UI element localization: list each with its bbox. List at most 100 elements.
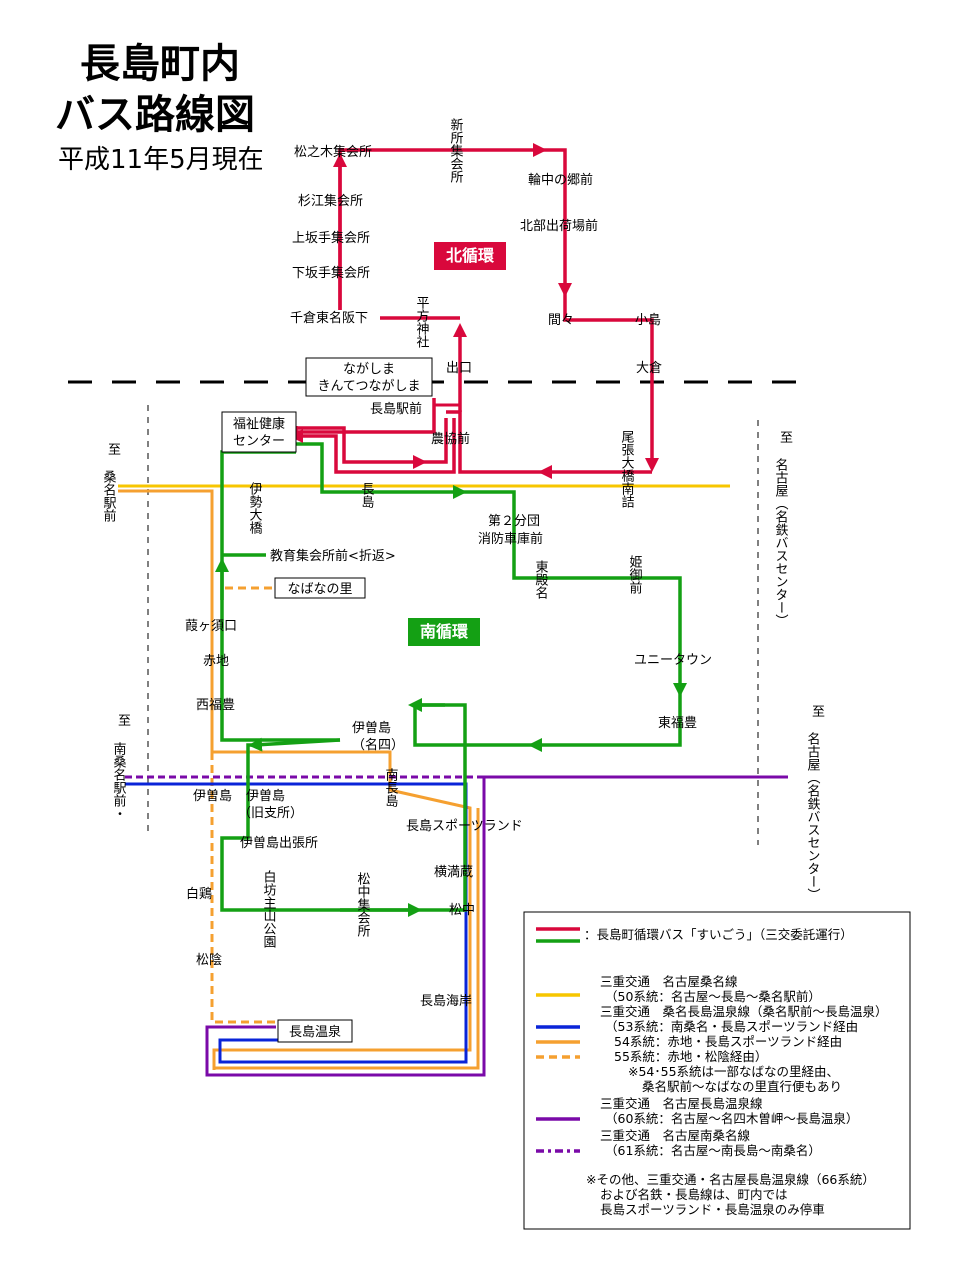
legend-l5: （53系統：南桑名・長島スポーツランド経由: [605, 1019, 858, 1034]
legend-l12: 三重交通 名古屋南桑名線: [600, 1128, 751, 1143]
dir-right-top: 名古屋（名鉄バスセンター）: [773, 457, 789, 627]
nagashima-station-box: [305, 357, 433, 397]
stop-hirakata: 平方神社: [414, 296, 430, 348]
route-55-line: [210, 752, 275, 1024]
stop-iso-shutcho: 伊曽島出張所: [240, 836, 318, 851]
south-loop-seg5: [220, 743, 467, 912]
direction-labels: 至 桑名駅前 至 南桑名駅前・ 至 名古屋（名鉄バスセンター） 至 名古屋（名鉄…: [101, 431, 826, 901]
stop-iso-mei4: 伊曽島: [352, 721, 391, 736]
stop-hakubo: 白坊主山公園: [261, 869, 277, 948]
legend-l6: 54系統：赤地・長島スポーツランド経由: [614, 1034, 842, 1049]
stop-kyoiku: 教育集会所前<折返>: [270, 548, 396, 564]
map-title-line2: バス路線図: [55, 92, 255, 138]
stop-iso-kyu: 伊曽島: [246, 789, 285, 804]
stop-wanaka: 輪中の郷前: [528, 172, 593, 188]
stop-kaigan: 長島海岸: [420, 994, 472, 1009]
route-54-line: [118, 489, 472, 1070]
stop-himemiko: 姫御前: [627, 555, 643, 594]
onsen-box-label: 長島温泉: [289, 1024, 341, 1040]
vertical-stop-labels: 平方神社 新所集会所 尾張大橋南詰 長島 伊勢大橋 東殿名 姫御前 南長島 白坊…: [247, 117, 643, 948]
stop-iso-kyub: （旧支所）: [238, 806, 303, 821]
map-title-line1: 長島町内: [80, 41, 240, 87]
stop-higashitono: 東殿名: [533, 559, 549, 599]
stop-shimosakate: 下坂手集会所: [292, 265, 370, 281]
stop-ise: 伊勢大橋: [247, 482, 263, 535]
stop-kamisakate: 上坂手集会所: [292, 230, 370, 246]
stop-nagashima: 長島: [359, 482, 375, 508]
fukushi-center-box: [221, 411, 297, 453]
stop-okura: 大倉: [636, 361, 662, 376]
north-loop-seg3: [535, 148, 572, 297]
north-loop-badge: [434, 242, 506, 270]
stop-sports: 長島スポーツランド: [406, 819, 523, 834]
station-connector-4: [289, 418, 456, 474]
legend-l2: 三重交通 名古屋桑名線: [600, 974, 738, 989]
stop-shinsho: 新所集会所: [448, 117, 464, 183]
fukushi-box-line2: センター: [233, 434, 285, 449]
north-loop-seg6: [446, 410, 550, 474]
stop-matsunaka: 松中: [449, 903, 475, 918]
stop-matsunaka-shukai: 松中集会所: [355, 872, 371, 937]
stop-hokubu: 北部出荷場前: [520, 218, 598, 234]
onsen-box: [277, 1019, 353, 1043]
legend-l9: 桑名駅前～なばなの里直行便もあり: [642, 1079, 842, 1094]
stop-higashifuku: 東福豊: [658, 715, 697, 731]
stop-matsukage: 松陰: [196, 953, 222, 968]
nagashima-box-line2: きんてつながしま: [317, 379, 420, 394]
dir-right-bottom-to: 至: [812, 705, 825, 720]
dir-left-bottom-to: 至: [118, 714, 131, 729]
nabana-box: [274, 577, 366, 599]
legend-l7: 55系統：赤地・松陰経由）: [614, 1049, 767, 1064]
stop-ashigasu: 葭ヶ須口: [185, 619, 237, 634]
north-loop-seg2: [338, 143, 547, 310]
nagashima-box-line1: ながしま: [343, 362, 395, 377]
legend-l3: （50系統：名古屋～長島～桑名駅前）: [605, 989, 821, 1004]
route-60-line: [205, 775, 788, 1077]
stop-iso-mei4b: （名四）: [352, 737, 404, 753]
south-loop-seg2: [456, 490, 687, 697]
stop-dai2b: 消防車庫前: [478, 531, 543, 547]
fukushi-box-line1: 福祉健康: [233, 416, 285, 432]
south-loop-badge: [408, 618, 480, 646]
legend-l1: ：長島町循環バス「すいごう」（三交委託運行）: [584, 927, 853, 942]
route-54-onsen-line: [214, 808, 480, 1070]
legend-l15: および名鉄・長島線は、町内では: [600, 1187, 788, 1202]
stop-chikura: 千倉東名阪下: [290, 310, 368, 326]
dir-left-top: 桑名駅前: [101, 470, 117, 522]
legend-l11: （60系統：名古屋～名四木曽岬～長島温泉）: [605, 1111, 858, 1126]
map-subtitle: 平成11年5月現在: [58, 145, 264, 175]
stop-dai2: 第２分団: [488, 514, 540, 529]
stop-nokyo: 農協前: [431, 431, 470, 447]
stop-unitown: ユニータウン: [634, 653, 712, 668]
stop-shirotori: 白鶏: [186, 886, 212, 902]
north-loop-seg4: [563, 285, 659, 472]
stop-nagashima-station: 長島駅前: [370, 401, 422, 417]
nabana-box-label: なばなの里: [287, 582, 352, 597]
legend-l4: 三重交通 桑名長島温泉線（桑名駅前～長島温泉）: [600, 1004, 888, 1019]
dir-right-top-to: 至: [780, 431, 793, 446]
station-connector-2: [296, 426, 427, 469]
stop-owari: 尾張大橋南詰: [619, 430, 635, 508]
stop-mama: 間々: [548, 313, 574, 328]
dir-left-top-to: 至: [108, 443, 121, 458]
stop-iso: 伊曽島: [193, 789, 232, 804]
dir-right-bottom: 名古屋（名鉄バスセンター）: [805, 731, 821, 901]
stop-yokomitsu: 横満蔵: [434, 865, 473, 880]
legend-l14: ※その他、三重交通・名古屋長島温泉線（66系統）: [586, 1172, 875, 1187]
station-connector-3: [416, 418, 448, 464]
stop-sugie: 杉江集会所: [298, 193, 363, 209]
north-loop-badge-label: 北循環: [446, 246, 495, 265]
legend-l8: ※54･55系統は一部なばなの里経由、: [628, 1064, 839, 1079]
legend-l16: 長島スポーツランド・長島温泉のみ停車: [600, 1202, 825, 1217]
legend-l10: 三重交通 名古屋長島温泉線: [600, 1096, 763, 1111]
south-loop-seg1: [296, 442, 467, 499]
dir-left-bottom: 南桑名駅前・: [111, 741, 127, 820]
legend: ：長島町循環バス「すいごう」（三交委託運行） 三重交通 名古屋桑名線 （50系統…: [523, 911, 911, 1230]
stop-minami-nagashima: 南長島: [383, 767, 399, 807]
south-loop-seg3: [528, 688, 682, 752]
stop-deguchi: 出口: [446, 361, 472, 376]
stop-labels: 松之木集会所 杉江集会所 上坂手集会所 下坂手集会所 千倉東名阪下 輪中の郷前 …: [185, 144, 712, 1009]
south-loop-badge-label: 南循環: [420, 622, 469, 641]
route-53-line: [125, 782, 468, 1064]
